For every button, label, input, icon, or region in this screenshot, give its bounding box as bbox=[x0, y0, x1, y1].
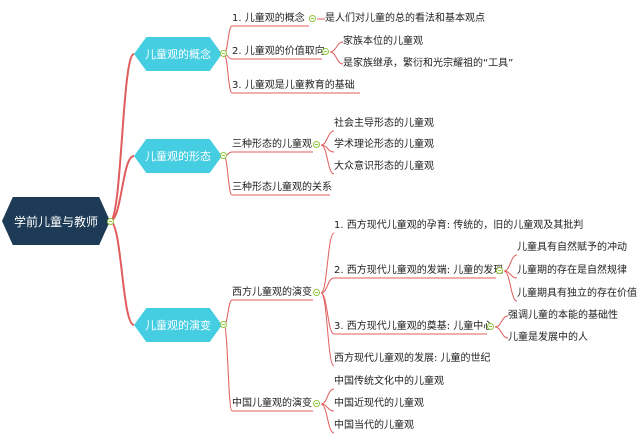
chinese-contemporary[interactable]: 中国当代的儿童观 bbox=[334, 420, 414, 431]
connector-line bbox=[503, 270, 518, 302]
form-social-dominant[interactable]: 社会主导形态的儿童观 bbox=[334, 118, 434, 129]
western-discovery-toggle-icon[interactable] bbox=[496, 267, 503, 274]
connector-line bbox=[494, 315, 509, 328]
chinese-modern[interactable]: 中国近现代的儿童观 bbox=[334, 398, 424, 409]
connector-line bbox=[320, 232, 335, 294]
branch-evolution[interactable]: 儿童观的演变 bbox=[134, 308, 222, 342]
concept-definition-toggle-icon[interactable] bbox=[309, 15, 316, 22]
root-collapse-toggle-icon[interactable] bbox=[107, 218, 114, 225]
evolution-chinese[interactable]: 中国儿童观的演变 bbox=[232, 398, 312, 409]
form-academic-theory[interactable]: 学术理论形态的儿童观 bbox=[334, 139, 434, 150]
evolution-chinese-toggle-icon[interactable] bbox=[313, 400, 320, 407]
branch-concept[interactable]: 儿童观的概念 bbox=[134, 37, 222, 71]
discovery-independent-value[interactable]: 儿童期具有独立的存在价值 bbox=[517, 288, 637, 299]
evolution-western-toggle-icon[interactable] bbox=[313, 289, 320, 296]
evolution-western[interactable]: 西方儿童观的演变 bbox=[232, 287, 312, 298]
concept-education-basis[interactable]: 3. 儿童观是儿童教育的基础 bbox=[232, 80, 355, 91]
concept-value-orientation[interactable]: 2. 儿童观的价值取向 bbox=[232, 46, 325, 57]
connector-line bbox=[223, 53, 233, 94]
connector-line bbox=[223, 155, 233, 196]
connector-line bbox=[320, 277, 335, 294]
center-instinct-basis[interactable]: 强调儿童的本能的基础性 bbox=[508, 310, 618, 321]
evolution-collapse-toggle-icon[interactable] bbox=[220, 321, 227, 328]
western-discovery[interactable]: 2. 西方现代儿童观的发端: 儿童的发现 bbox=[334, 265, 504, 276]
concept-value-toggle-icon[interactable] bbox=[322, 48, 329, 55]
forms-three-forms-toggle-icon[interactable] bbox=[313, 141, 320, 148]
western-century[interactable]: 西方现代儿童观的发展: 儿童的世纪 bbox=[334, 353, 491, 364]
connector-line bbox=[494, 326, 509, 339]
western-center-toggle-icon[interactable] bbox=[487, 323, 494, 330]
chinese-traditional[interactable]: 中国传统文化中的儿童观 bbox=[334, 376, 444, 387]
connector-line bbox=[320, 403, 335, 434]
connector-line bbox=[320, 144, 335, 175]
discovery-natural-impulse[interactable]: 儿童具有自然赋予的冲动 bbox=[517, 242, 627, 253]
forms-relation[interactable]: 三种形态儿童观的关系 bbox=[232, 182, 332, 193]
forms-three-forms[interactable]: 三种形态的儿童观 bbox=[232, 139, 312, 150]
concept-collapse-toggle-icon[interactable] bbox=[220, 50, 227, 57]
connector-line bbox=[109, 220, 135, 326]
center-developing-person[interactable]: 儿童是发展中的人 bbox=[508, 332, 588, 343]
connector-line bbox=[109, 155, 135, 222]
connector-line bbox=[329, 41, 344, 53]
branch-forms[interactable]: 儿童观的形态 bbox=[134, 139, 222, 173]
root-node[interactable]: 学前儿童与教师 bbox=[2, 197, 110, 245]
connector-line bbox=[320, 292, 335, 367]
connector-line bbox=[503, 254, 518, 272]
western-child-center[interactable]: 3. 西方现代儿童观的奠基: 儿童中心 bbox=[334, 321, 494, 332]
value-family-tool[interactable]: 是家族继承，繁衍和光宗耀祖的“工具” bbox=[343, 58, 514, 69]
concept-definition-detail[interactable]: 是人们对儿童的总的看法和基本观点 bbox=[325, 13, 485, 24]
connector-line bbox=[223, 324, 233, 412]
connector-line bbox=[320, 130, 335, 146]
discovery-natural-law[interactable]: 儿童期的存在是自然规律 bbox=[517, 265, 627, 276]
concept-definition[interactable]: 1. 儿童观的概念 bbox=[232, 13, 305, 24]
connector-line bbox=[320, 388, 335, 405]
connector-line bbox=[109, 53, 135, 222]
value-family-based[interactable]: 家族本位的儿童观 bbox=[343, 36, 423, 47]
forms-collapse-toggle-icon[interactable] bbox=[220, 152, 227, 159]
connector-line bbox=[329, 51, 344, 65]
western-nurture[interactable]: 1. 西方现代儿童观的孕育: 传统的，旧的儿童观及其批判 bbox=[334, 220, 584, 231]
form-public-consciousness[interactable]: 大众意识形态的儿童观 bbox=[334, 161, 434, 172]
